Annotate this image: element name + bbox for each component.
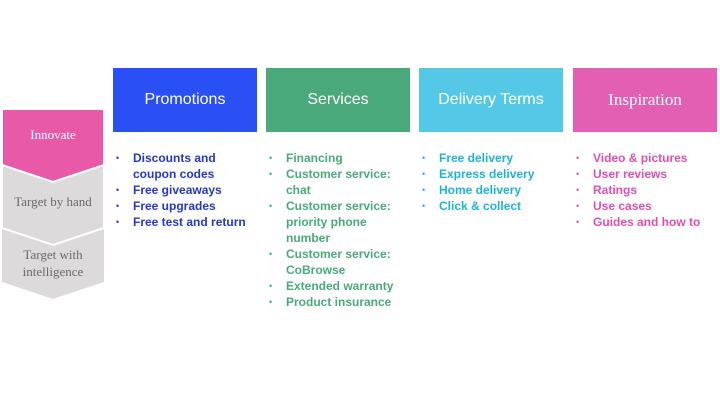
bullet-icon: • xyxy=(576,217,580,227)
bullet-icon: • xyxy=(422,169,426,179)
list-item: • Express delivery xyxy=(419,166,563,182)
promotions-list: • Discounts and coupon codes • Free giveawa… xyxy=(113,150,257,230)
bullet-icon: • xyxy=(269,249,273,259)
list-item: • Customer service: CoBrowse xyxy=(266,246,410,278)
bullet-icon: • xyxy=(116,185,120,195)
bullet-icon: • xyxy=(269,153,273,163)
list-item: • Ratings xyxy=(573,182,717,198)
list-item-text: Free giveaways xyxy=(133,183,222,197)
list-item-text: Express delivery xyxy=(439,167,535,181)
inspiration-header: Inspiration xyxy=(573,68,717,132)
list-item-text: Customer service: CoBrowse xyxy=(286,247,391,277)
stage-target-intelligence-line1: Target with xyxy=(23,247,83,262)
bullet-icon: • xyxy=(116,217,120,227)
bullet-icon: • xyxy=(576,169,580,179)
bullet-icon: • xyxy=(269,169,273,179)
list-item-text: User reviews xyxy=(593,167,668,181)
list-item: • Click & collect xyxy=(419,198,563,214)
bullet-icon: • xyxy=(269,281,273,291)
bullet-icon: • xyxy=(576,185,580,195)
list-item-text: Guides and how to xyxy=(593,215,701,229)
list-item-text: Home delivery xyxy=(439,183,522,197)
list-item-text: Use cases xyxy=(593,199,652,213)
bullet-icon: • xyxy=(576,201,580,211)
list-item: • Free giveaways xyxy=(113,182,257,198)
list-item-text: Extended warranty xyxy=(286,279,394,293)
list-item: • Customer service: priority phone number xyxy=(266,198,410,246)
list-item: • Extended warranty xyxy=(266,278,410,294)
stage-innovate-label: Innovate xyxy=(30,127,76,142)
list-item-text: Video & pictures xyxy=(593,151,688,165)
list-item-text: Click & collect xyxy=(439,199,522,213)
list-item: • Discounts and coupon codes xyxy=(113,150,257,182)
bullet-icon: • xyxy=(422,153,426,163)
list-item-text: Free test and return xyxy=(133,215,246,229)
list-item-text: Customer service: priority phone number xyxy=(286,199,391,245)
bullet-icon: • xyxy=(422,185,426,195)
bullet-icon: • xyxy=(422,201,426,211)
list-item: • Video & pictures xyxy=(573,150,717,166)
list-item-text: Free delivery xyxy=(439,151,514,165)
target-intelligence-chevron xyxy=(2,224,104,299)
innovate-chevron xyxy=(0,108,105,184)
list-item-text: Customer service: chat xyxy=(286,167,391,197)
list-item-text: Discounts and coupon codes xyxy=(133,151,216,181)
services-header: Services xyxy=(266,68,410,132)
stage-chevron-shapes xyxy=(0,108,105,299)
bullet-icon: • xyxy=(576,153,580,163)
list-item: • Free test and return xyxy=(113,214,257,230)
list-item: • Guides and how to xyxy=(573,214,717,230)
bullet-icon: • xyxy=(269,201,273,211)
services-list: • Financing • Customer service: chat • Custom… xyxy=(266,150,410,310)
bullet-icon: • xyxy=(116,201,120,211)
bullet-icon: • xyxy=(116,153,120,163)
stage-target-by-hand-label: Target by hand xyxy=(14,194,92,209)
stage-target-intelligence-line2: intelligence xyxy=(22,264,84,279)
inspiration-list: • Video & pictures • User reviews • Ratings • U… xyxy=(573,150,717,230)
stage-target-intelligence-label: Target with intelligence xyxy=(2,246,104,280)
delivery-terms-list: • Free delivery • Express delivery • Home del… xyxy=(419,150,563,214)
list-item-text: Product insurance xyxy=(286,295,392,309)
delivery-terms-header: Delivery Terms xyxy=(419,68,563,132)
list-item-text: Ratings xyxy=(593,183,638,197)
bullet-icon: • xyxy=(269,297,273,307)
promotions-header: Promotions xyxy=(113,68,257,132)
stage-chevron-stack: Innovate Target by hand Target with inte… xyxy=(0,0,110,405)
list-item: • Free delivery xyxy=(419,150,563,166)
list-item: • Home delivery xyxy=(419,182,563,198)
list-item: • Financing xyxy=(266,150,410,166)
list-item: • Product insurance xyxy=(266,294,410,310)
list-item: • Free upgrades xyxy=(113,198,257,214)
list-item: • Customer service: chat xyxy=(266,166,410,198)
list-item-text: Free upgrades xyxy=(133,199,216,213)
list-item: • Use cases xyxy=(573,198,717,214)
list-item: • User reviews xyxy=(573,166,717,182)
list-item-text: Financing xyxy=(286,151,343,165)
